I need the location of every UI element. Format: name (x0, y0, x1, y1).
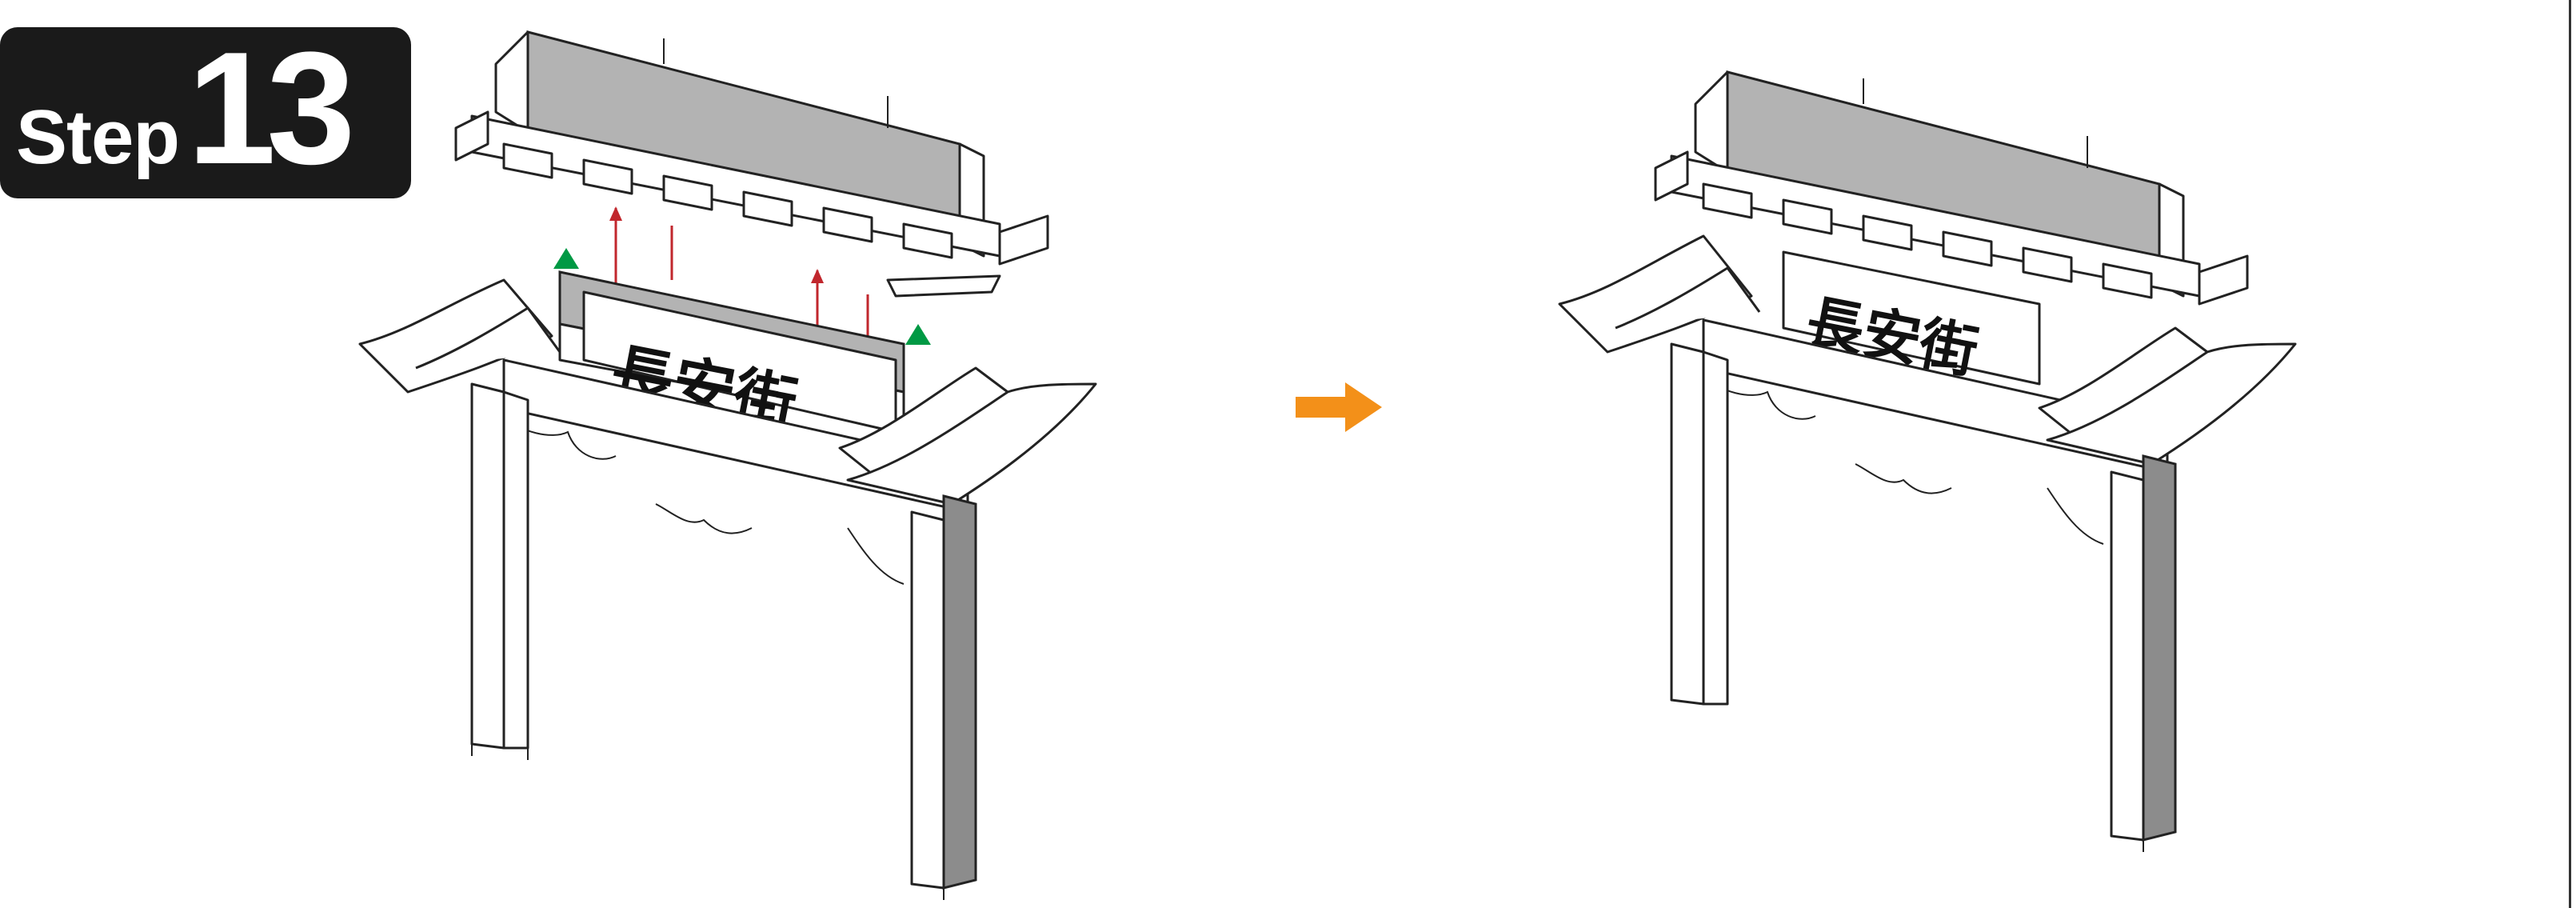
roof-cap-part (1654, 70, 2249, 306)
green-triangle-icon (905, 324, 931, 345)
step-number: 13 (187, 19, 355, 198)
bracket-row (454, 110, 1049, 266)
step-badge: Step 13 (0, 27, 411, 198)
green-triangle-icon (553, 248, 579, 269)
bracket-row (1654, 150, 2249, 306)
right-arrow-icon (1296, 382, 1382, 432)
gate-base: 長安街 (1558, 234, 2297, 852)
exploded-view: 長安街 (358, 30, 1097, 900)
roof-cap-part (454, 30, 1049, 298)
assembled-view: 長安街 (1558, 70, 2297, 852)
page-edge-line (2569, 0, 2571, 908)
gate-base: 長安街 (358, 270, 1097, 900)
step-label: Step (16, 94, 180, 180)
